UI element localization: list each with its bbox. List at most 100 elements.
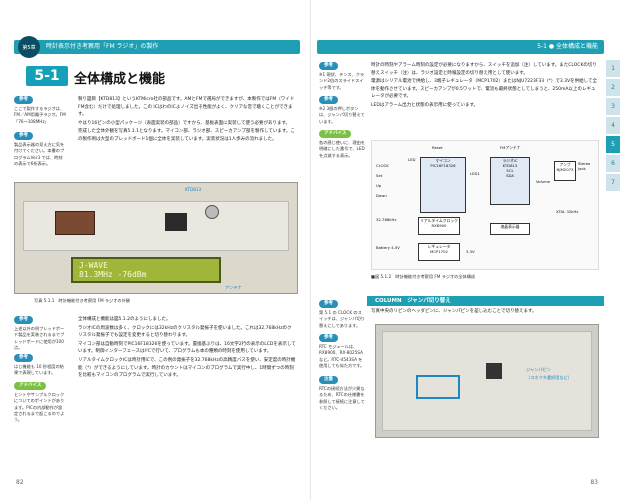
column-header: COLUMN ジャンパ切り替え	[367, 296, 604, 306]
radio-part: KTD813	[502, 163, 518, 168]
sidebar-note-r4: 参考 第 5.1 の CLOCK のスイッチは、ジャンパ切り替えにしてあります。	[319, 300, 365, 329]
chapter-tab[interactable]: 7	[606, 174, 620, 191]
radio-sda: SDA	[506, 173, 514, 178]
body-text-right: 時計の時刻やアラーム時刻の設定が必要になりますから、スイッチを追加（注）していま…	[371, 62, 599, 111]
label-fm-antenna: FMアンテナ	[500, 145, 521, 150]
note-tag: 参考	[14, 316, 33, 325]
note-text: RTC モジュールは、RX8900、RX-8025SA など。RTC-4543S…	[319, 344, 365, 368]
block-rtc: リアルタイムクロック RX8900	[418, 217, 460, 235]
regulator-part: MCP1702	[430, 249, 448, 254]
label-volume: Volume	[536, 179, 551, 184]
paragraph: 完成した全体外観を写真5.1.1となります。マイコン部、ラジオ部、スピーカアンプ…	[78, 129, 295, 142]
note-tag: 参考	[319, 96, 338, 105]
paragraph: 電源はシリアル電池で供給し、3端子レギュレータ（MCP1702）またはNJU72…	[371, 79, 598, 100]
note-text: ※1 現状、テンス、クランド2倍のスライドスイッチ等です。	[319, 72, 365, 90]
callout-ktd813: KTD813	[185, 187, 202, 192]
chapter-tab[interactable]: 2	[606, 79, 620, 96]
block-lcd: 液晶表示器	[490, 223, 530, 235]
note-tag: 参考	[14, 132, 33, 141]
paragraph: 時計の時刻やアラーム時刻の設定が必要になりますから、スイッチを追加（注）していま…	[371, 63, 597, 76]
paragraph: 写真中央のリピンのヘッダピンに、ジャンパピンを差し込むことで切り替えます。	[371, 309, 537, 314]
sidebar-note-r6: 注意 RTCの接続方法が少異なるため、RTCの仕様書を参照して接続に注意してくだ…	[319, 376, 365, 411]
chapter-tab-active[interactable]: 5	[606, 136, 620, 153]
jumper-highlight	[416, 375, 460, 399]
callout-jumper: ジャンパピン	[526, 367, 551, 372]
volume-knob	[205, 205, 219, 219]
chapter-badge: 第5章	[18, 36, 40, 58]
note-text: 製品表示器の見え方に気を付けてください。本書のプログラムVer3 では、時刻の表…	[14, 142, 65, 166]
label-battery: Battery 4.5V	[376, 245, 400, 250]
chapter-tab[interactable]: 3	[606, 98, 620, 115]
note-text: ※2 3個の押しボタンは、ジャンパ切り替えています。	[319, 106, 365, 124]
sidebar-note-lower-3: アドバイス ヒントやサンプルクロックについてのポイントがあります。PICの内部動…	[14, 382, 66, 423]
note-text: 第 5.1 の CLOCK のスイッチは、ジャンパ切り替えにしてあります。	[319, 310, 365, 328]
block-radio-ic: ラジオIC KTD813 SCL SDA	[490, 157, 530, 205]
switch-clock: CLOCK	[376, 163, 389, 168]
jumper-pin	[486, 363, 502, 379]
radio-scl: SCL	[506, 168, 514, 173]
sidebar-note-top: 参考 ここで製作するラジオは、FM／AM用電子ラジオ。FM「76〜108MHz」	[14, 96, 66, 125]
page-number-right: 83	[590, 479, 598, 486]
chapter-tab[interactable]: 6	[606, 155, 620, 172]
lcd-display: J-WAVE 81.3MHz -76dBm	[71, 257, 221, 283]
column-photo: ジャンパピン （コネクタ選択用など）	[375, 324, 599, 438]
block-diagram: Reset FMアンテナ マイコン PIC16F18326 ラジオIC KTD8…	[371, 140, 599, 270]
label-stereo-jack: Stereo Jack	[578, 161, 591, 171]
lcd-line-1: J-WAVE	[79, 261, 108, 270]
amp-title: アンプ	[559, 162, 571, 167]
note-text: ヒントやサンプルクロックについてのポイントがあります。PICの内部動作が設定され…	[14, 392, 65, 423]
paragraph: ラジオICの周波数は多く、クロックには32kHzのクリスタル発振子を使いました。…	[78, 325, 292, 339]
sidebar-note-lower-2: 参考 はじ機能も 10 秒程度の結果で表現しています。	[14, 354, 66, 377]
battery-pack	[55, 211, 95, 235]
label-crystal: 32.768kHz	[376, 217, 397, 222]
note-tag: 参考	[319, 334, 338, 343]
label-voltage: 3.3V	[466, 249, 475, 254]
sidebar-note-mid: 参考 製品表示器の見え方に気を付けてください。本書のプログラムVer3 では、時…	[14, 132, 66, 167]
sidebar-note-r2: 参考 ※2 3個の押しボタンは、ジャンパ切り替えています。	[319, 96, 365, 125]
paragraph: LEDはアラーム出力と状態の表示用に使っています。	[371, 102, 479, 108]
note-tag: 参考	[14, 354, 33, 363]
paragraph: 製り図目【KTD813】というKTMicro社の部品です。AMとFMで選局ができ…	[78, 97, 295, 118]
note-tag: アドバイス	[14, 382, 47, 391]
chapter-tab[interactable]: 1	[606, 60, 620, 77]
column-breadboard	[382, 331, 592, 431]
note-tag: 参考	[14, 96, 33, 105]
note-text: ここで製作するラジオは、FM／AM用電子ラジオ。FM「76〜108MHz」	[14, 106, 66, 124]
note-tag: 注意	[319, 376, 338, 385]
switch-up: Up	[376, 183, 382, 188]
ic-module	[165, 213, 187, 231]
block-amp: アンプ NJM2073	[554, 161, 576, 181]
rtc-title: リアルタイムクロック	[420, 218, 458, 223]
note-text: RTCの接続方法が少異なるため、RTCの仕様書を参照して接続に注意してください。	[319, 386, 365, 410]
sidebar-note-lower-1: 参考 上述以外の例ブレッドボード製品を実装されるまでブレッドボードに使用が100…	[14, 316, 66, 351]
mcu-part: PIC16F18326	[430, 163, 456, 168]
section-number: 5-1	[26, 66, 68, 86]
page-number-left: 82	[16, 479, 24, 486]
sidebar-note-r1: 参考 ※1 現状、テンス、クランド2倍のスライドスイッチ等です。	[319, 62, 365, 91]
label-xtal: XTAL 32kHz	[556, 209, 579, 214]
switch-set: Set	[376, 173, 383, 178]
radio-title: ラジオIC	[502, 158, 518, 163]
paragraph: マイコン部は自動時刻でPIC16F18326を使っています。置換基ぶりは、16文…	[78, 341, 296, 355]
left-page: 第5章 時計表示付き考察用「FM ラジオ」の製作 5-1 全体構成と機能 参考 …	[14, 36, 300, 486]
right-page: 5-1 ● 全体構成と機能 1 2 3 4 5 6 7 参考 ※1 現状、テンス…	[310, 0, 620, 500]
photo-caption: 写真 5.1.1 時計機能付き考察用 FM ラジオの外観	[34, 298, 130, 303]
paragraph: やはり16ピンの小型パッケージ（表面実装の部品）ですから、基板表面に実装して使う…	[78, 120, 291, 126]
label-led1: LED1	[470, 171, 480, 176]
rtc-part: RX8900	[431, 223, 447, 228]
section-header-text: 5-1 ● 全体構成と機能	[537, 43, 598, 50]
column-text: 写真中央のリピンのヘッダピンに、ジャンパピンを差し込むことで切り替えます。	[371, 308, 599, 317]
label-led: LED	[408, 157, 416, 162]
regulator-title: レギュレータ	[427, 244, 451, 249]
sidebar-note-r5: 参考 RTC モジュールは、RX8900、RX-8025SA など。RTC-45…	[319, 334, 365, 369]
chapter-tab[interactable]: 4	[606, 117, 620, 134]
sidebar-note-r3: アドバイス 各の感じ使いに、理由を明確にした番号で、LEDを点滅する表示。	[319, 130, 365, 159]
paragraph: 全体構成と機能は図5.1.2のようにしました。	[78, 317, 171, 322]
block-regulator: レギュレータ MCP1702	[418, 243, 460, 261]
callout-antenna: アンテナ	[225, 285, 242, 290]
block-mcu: マイコン PIC16F18326	[420, 157, 466, 213]
note-text: はじ機能も 10 秒程度の結果で表現しています。	[14, 364, 64, 376]
note-tag: 参考	[319, 300, 338, 309]
note-text: 各の感じ使いに、理由を明確にした番号で、LEDを点滅する表示。	[319, 140, 365, 158]
body-text-bottom: 全体構成と機能は図5.1.2のようにしました。 ラジオICの周波数は多く、クロッ…	[78, 316, 296, 381]
